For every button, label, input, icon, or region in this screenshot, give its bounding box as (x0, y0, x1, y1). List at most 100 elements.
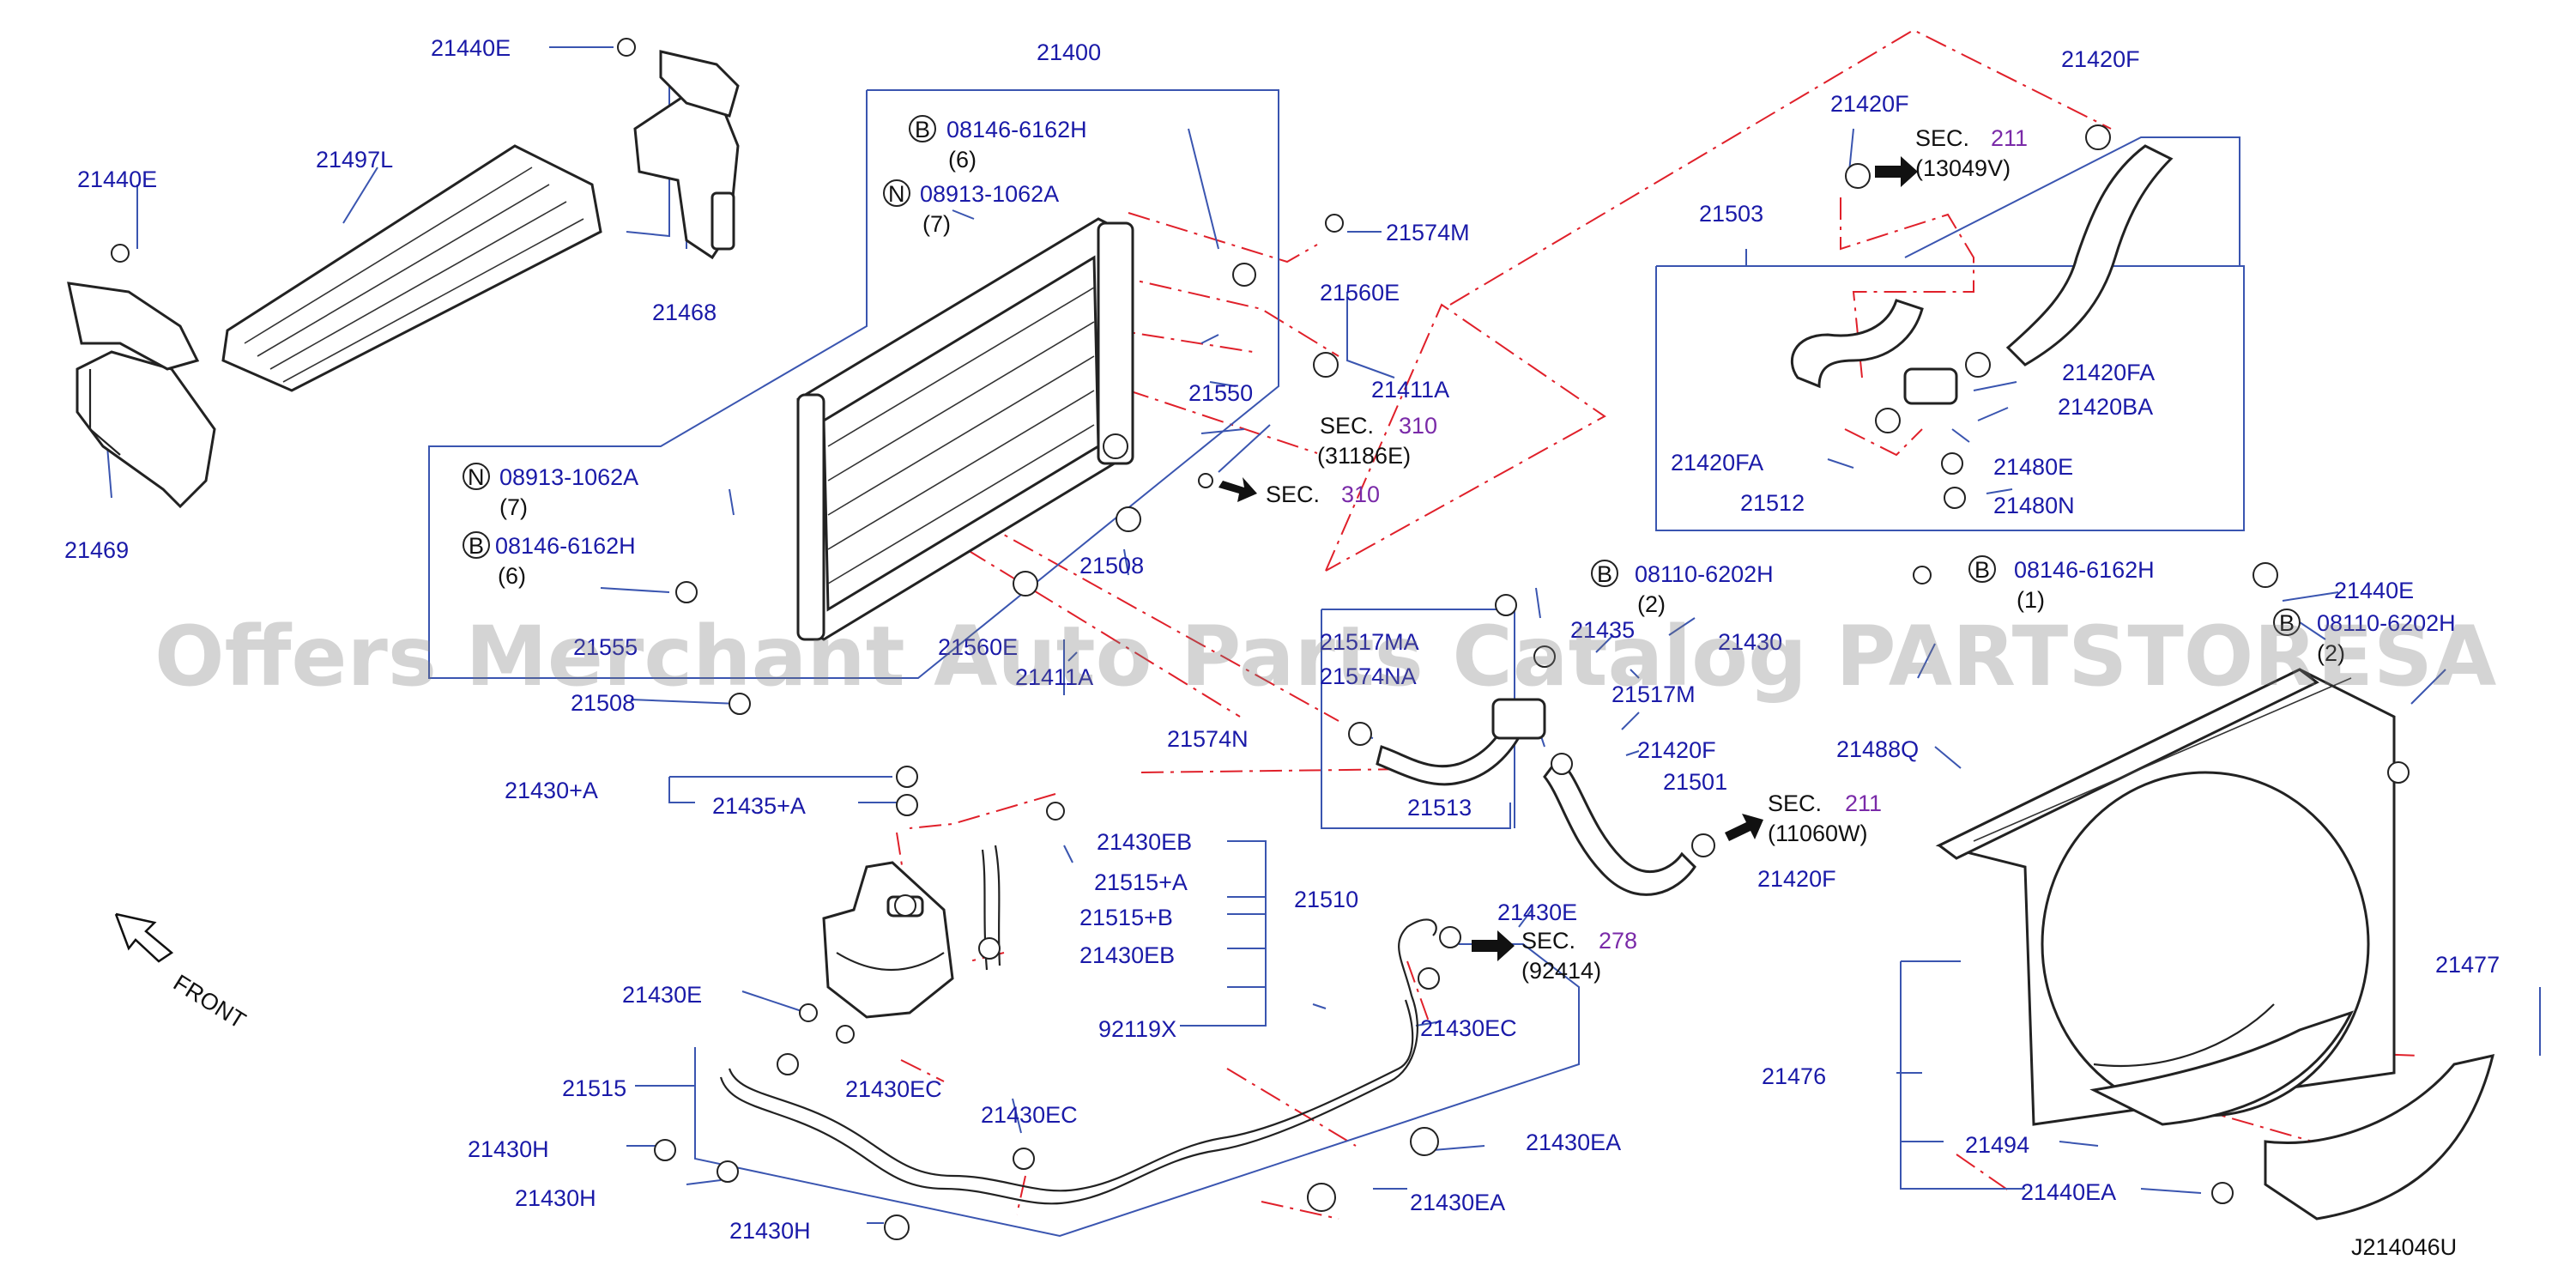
label-21430EA-a: 21430EA (1526, 1130, 1621, 1155)
sec-ref-5-num: 278 (1599, 928, 1637, 954)
fasteners (111, 38, 2410, 1240)
sec-ref-4-label: SEC. (1768, 790, 1822, 816)
label-21435: 21435 (1570, 617, 1635, 643)
label-08146-a: 08146-6162H (946, 117, 1087, 142)
circle-b-3: B (1597, 561, 1612, 587)
air-guide-21497L (221, 144, 602, 392)
section-arrows (1218, 156, 1918, 961)
leader-lines (106, 46, 2541, 1238)
label-21494: 21494 (1965, 1132, 2029, 1158)
circled-letters: B N N B B B B (463, 115, 2301, 636)
label-21411A-b: 21411A (1015, 664, 1093, 690)
label-21440E-b: 21440E (77, 167, 157, 192)
label-21469: 21469 (64, 537, 129, 563)
label-21420FA-b: 21420FA (1671, 450, 1763, 475)
label-21508-b: 21508 (571, 690, 635, 716)
label-08110-a-qty: (2) (1637, 591, 1666, 617)
circle-b-2: B (469, 533, 484, 559)
sec-ref-3-num: 310 (1341, 482, 1380, 507)
label-21513: 21513 (1407, 795, 1472, 821)
front-label: FRONT (169, 970, 251, 1034)
label-21430EC-a: 21430EC (1420, 1015, 1517, 1041)
label-21517MA: 21517MA (1320, 629, 1419, 655)
label-21411A-a: 21411A (1371, 377, 1449, 403)
label-08913-b: 08913-1062A (499, 464, 638, 490)
fan-shroud (1935, 668, 2396, 1126)
label-08110-b: 08110-6202H (2317, 610, 2456, 636)
label-21515A: 21515+A (1094, 869, 1188, 895)
label-08146-c: 08146-6162H (2014, 557, 2155, 583)
label-21480E: 21480E (1993, 454, 2073, 480)
label-21440EA: 21440EA (2021, 1179, 2116, 1205)
circle-n-2: N (468, 464, 485, 490)
air-guide-21468 (633, 50, 740, 260)
label-21477: 21477 (2435, 952, 2500, 978)
label-21555: 21555 (573, 634, 638, 660)
label-08913-a-qty: (7) (922, 211, 951, 237)
label-21574N: 21574N (1167, 726, 1249, 752)
label-21430E-a: 21430E (622, 982, 702, 1008)
front-arrow: FRONT (114, 912, 251, 1034)
label-21420F-d: 21420F (1757, 866, 1836, 892)
label-92119X: 92119X (1098, 1016, 1176, 1042)
shroud-21477 (2089, 1010, 2495, 1220)
label-21468: 21468 (652, 300, 717, 325)
label-21420FA-a: 21420FA (2062, 360, 2155, 385)
label-08146-b-qty: (6) (498, 563, 526, 589)
label-21550: 21550 (1188, 380, 1253, 406)
circle-b-5: B (2279, 610, 2295, 636)
label-21430H-b: 21430H (515, 1185, 596, 1211)
sec-ref-2-label: SEC. (1320, 413, 1374, 439)
label-21515B: 21515+B (1079, 905, 1173, 930)
label-08110-a: 08110-6202H (1635, 561, 1774, 587)
label-21420F-a: 21420F (2061, 46, 2140, 72)
sec-ref-1-label: SEC. (1915, 125, 1969, 151)
label-21476: 21476 (1762, 1063, 1826, 1089)
label-21430EC-c: 21430EC (981, 1102, 1078, 1128)
label-21430EA-b: 21430EA (1410, 1190, 1505, 1215)
label-08146-b: 08146-6162H (495, 533, 636, 559)
label-21515: 21515 (562, 1075, 626, 1101)
sec-ref-4-sub: (11060W) (1768, 821, 1868, 846)
sec-ref-2-sub: (31186E) (1317, 443, 1411, 469)
sec-ref-4-num: 211 (1845, 790, 1882, 816)
label-21512: 21512 (1740, 490, 1805, 516)
label-08913-b-qty: (7) (499, 494, 528, 520)
part-labels: 21400 21440E 21440E 21440E 21497L 21468 … (64, 35, 2500, 1244)
label-21480N: 21480N (1993, 493, 2075, 518)
sec-ref-2-num: 310 (1399, 413, 1437, 439)
label-21497L: 21497L (316, 147, 393, 173)
label-21574M-a: 21574M (1386, 220, 1470, 245)
label-21503: 21503 (1699, 201, 1763, 227)
label-21420BA: 21420BA (2058, 394, 2153, 420)
label-21430E-b: 21430E (1497, 899, 1577, 925)
reservoir-tank (822, 861, 954, 1019)
label-21430: 21430 (1718, 629, 1782, 655)
label-21508-a: 21508 (1079, 553, 1144, 578)
label-21400: 21400 (1037, 39, 1101, 65)
label-21430A: 21430+A (505, 778, 598, 803)
sec-ref-3-label: SEC. (1266, 482, 1320, 507)
label-21420F-b: 21420F (1830, 91, 1909, 117)
label-08146-c-qty: (1) (2017, 587, 2045, 613)
label-21440E-c: 21440E (2334, 578, 2414, 603)
watermark: Offers Merchant Auto Parts Catalog PARTS… (154, 609, 2496, 705)
upper-hose-21503 (1790, 144, 2174, 405)
sec-ref-5-sub: (92414) (1521, 958, 1601, 984)
label-21430EB-b: 21430EB (1079, 942, 1175, 968)
label-21430H-a: 21430H (468, 1136, 549, 1162)
label-08110-b-qty: (2) (2317, 640, 2345, 666)
hose-21513 (1376, 698, 1546, 786)
label-21560E-b: 21560E (938, 634, 1018, 660)
sec-ref-5-label: SEC. (1521, 928, 1575, 954)
section-references: SEC. 211 (13049V) SEC. 310 (31186E) SEC.… (1266, 125, 2028, 984)
circle-b-1: B (915, 117, 930, 142)
label-21574NA: 21574NA (1320, 663, 1417, 689)
air-guide-21469 (67, 282, 216, 509)
label-08913-a: 08913-1062A (920, 181, 1059, 207)
label-21488Q: 21488Q (1836, 736, 1919, 762)
circle-n-1: N (888, 181, 905, 207)
label-21435A: 21435+A (712, 793, 806, 819)
sec-ref-1-sub: (13049V) (1915, 155, 2011, 181)
